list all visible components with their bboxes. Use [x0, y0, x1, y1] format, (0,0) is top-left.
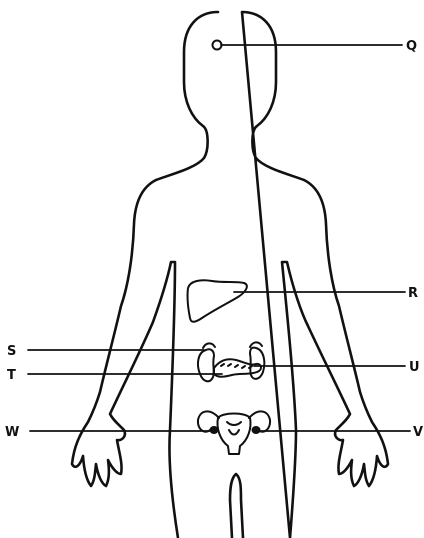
organ-u-right-adrenal — [250, 342, 262, 347]
label-t: T — [7, 368, 16, 383]
label-r: R — [408, 286, 418, 301]
label-u: U — [409, 360, 420, 375]
organ-s-left-kidney — [198, 349, 214, 381]
organ-uterus-inner — [227, 422, 241, 435]
organ-v-right-ovary — [252, 427, 260, 434]
label-v: V — [413, 425, 423, 440]
organ-t-pancreas-texture — [221, 364, 252, 368]
body-outline — [72, 12, 388, 538]
label-q: Q — [406, 39, 417, 54]
label-w: W — [5, 425, 19, 440]
label-s: S — [7, 344, 16, 359]
organ-w-left-ovary — [210, 427, 218, 434]
organ-r-liver — [188, 280, 247, 322]
organ-s-left-adrenal — [203, 343, 215, 348]
